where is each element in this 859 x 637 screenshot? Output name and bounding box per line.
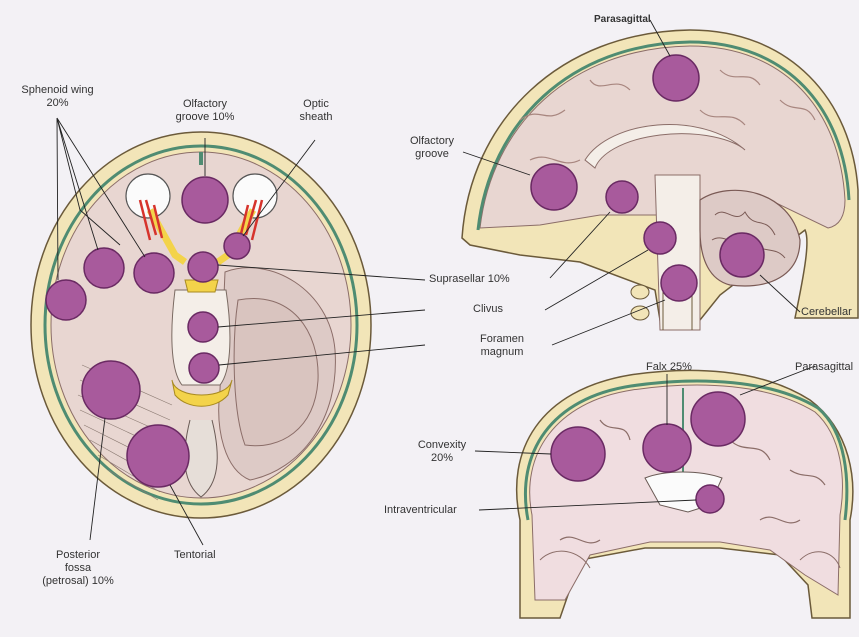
- label-convexity-line2: 20%: [412, 452, 472, 465]
- tumor-suprasellar-axial: [188, 252, 218, 282]
- label-olfactory-groove-sagittal-line1: Olfactory: [402, 135, 462, 148]
- tumor-parasagittal-coronal: [691, 392, 745, 446]
- tumor-tentorial: [127, 425, 189, 487]
- label-sphenoid-wing-line2: 20%: [10, 97, 105, 110]
- label-olfactory-groove-sagittal-line2: groove: [402, 148, 462, 161]
- tumor-foramen-magnum-sagittal: [661, 265, 697, 301]
- label-sphenoid-wing-line1: Sphenoid wing: [10, 84, 105, 97]
- label-posterior-fossa-line1: Posterior: [28, 549, 128, 562]
- tumor-cerebellar: [720, 233, 764, 277]
- label-intraventricular: Intraventricular: [384, 504, 457, 517]
- label-foramen-magnum-line2: magnum: [472, 346, 532, 359]
- label-convexity: Convexity 20%: [412, 439, 472, 465]
- label-optic-sheath-line2: sheath: [292, 111, 340, 124]
- label-foramen-magnum: Foramen magnum: [472, 333, 532, 359]
- label-posterior-fossa-line2: fossa: [28, 562, 128, 575]
- tumor-olfactory-groove-sagittal: [531, 164, 577, 210]
- label-parasagittal-sagittal: Parasagittal: [594, 13, 651, 26]
- tumor-optic-sheath: [224, 233, 250, 259]
- tumor-falx: [643, 424, 691, 472]
- tumor-foramen-magnum-axial: [189, 353, 219, 383]
- sagittal-vertebra-2: [631, 306, 649, 320]
- axial-head-section: [31, 132, 371, 518]
- label-olfactory-groove-axial-line2: groove 10%: [160, 111, 250, 124]
- label-sphenoid-wing: Sphenoid wing 20%: [10, 84, 105, 110]
- tumor-sphenoid-wing-medial: [134, 253, 174, 293]
- tumor-olfactory-groove-axial: [182, 177, 228, 223]
- coronal-head-section: [517, 370, 853, 618]
- label-suprasellar: Suprasellar 10%: [429, 273, 510, 286]
- tumor-parasagittal-sagittal: [653, 55, 699, 101]
- tumor-sphenoid-wing-lateral: [46, 280, 86, 320]
- sagittal-vertebra: [631, 285, 649, 299]
- label-optic-sheath: Optic sheath: [292, 98, 340, 124]
- label-foramen-magnum-line1: Foramen: [472, 333, 532, 346]
- label-posterior-fossa-line3: (petrosal) 10%: [28, 575, 128, 588]
- sagittal-head-section: [462, 30, 858, 330]
- label-falx: Falx 25%: [646, 361, 692, 374]
- label-parasagittal-coronal: Parasagittal: [795, 361, 853, 374]
- tumor-posterior-fossa: [82, 361, 140, 419]
- label-posterior-fossa: Posterior fossa (petrosal) 10%: [28, 549, 128, 588]
- tumor-sphenoid-wing-middle: [84, 248, 124, 288]
- tumor-intraventricular: [696, 485, 724, 513]
- label-convexity-line1: Convexity: [412, 439, 472, 452]
- tumor-clivus-sagittal: [644, 222, 676, 254]
- label-olfactory-groove-sagittal: Olfactory groove: [402, 135, 462, 161]
- label-olfactory-groove-axial-line1: Olfactory: [160, 98, 250, 111]
- tumor-convexity: [551, 427, 605, 481]
- label-cerebellar: Cerebellar: [801, 306, 852, 319]
- label-optic-sheath-line1: Optic: [292, 98, 340, 111]
- tumor-clivus-axial: [188, 312, 218, 342]
- label-clivus: Clivus: [473, 303, 503, 316]
- tumor-suprasellar-sagittal: [606, 181, 638, 213]
- label-tentorial: Tentorial: [174, 549, 216, 562]
- label-olfactory-groove-axial: Olfactory groove 10%: [160, 98, 250, 124]
